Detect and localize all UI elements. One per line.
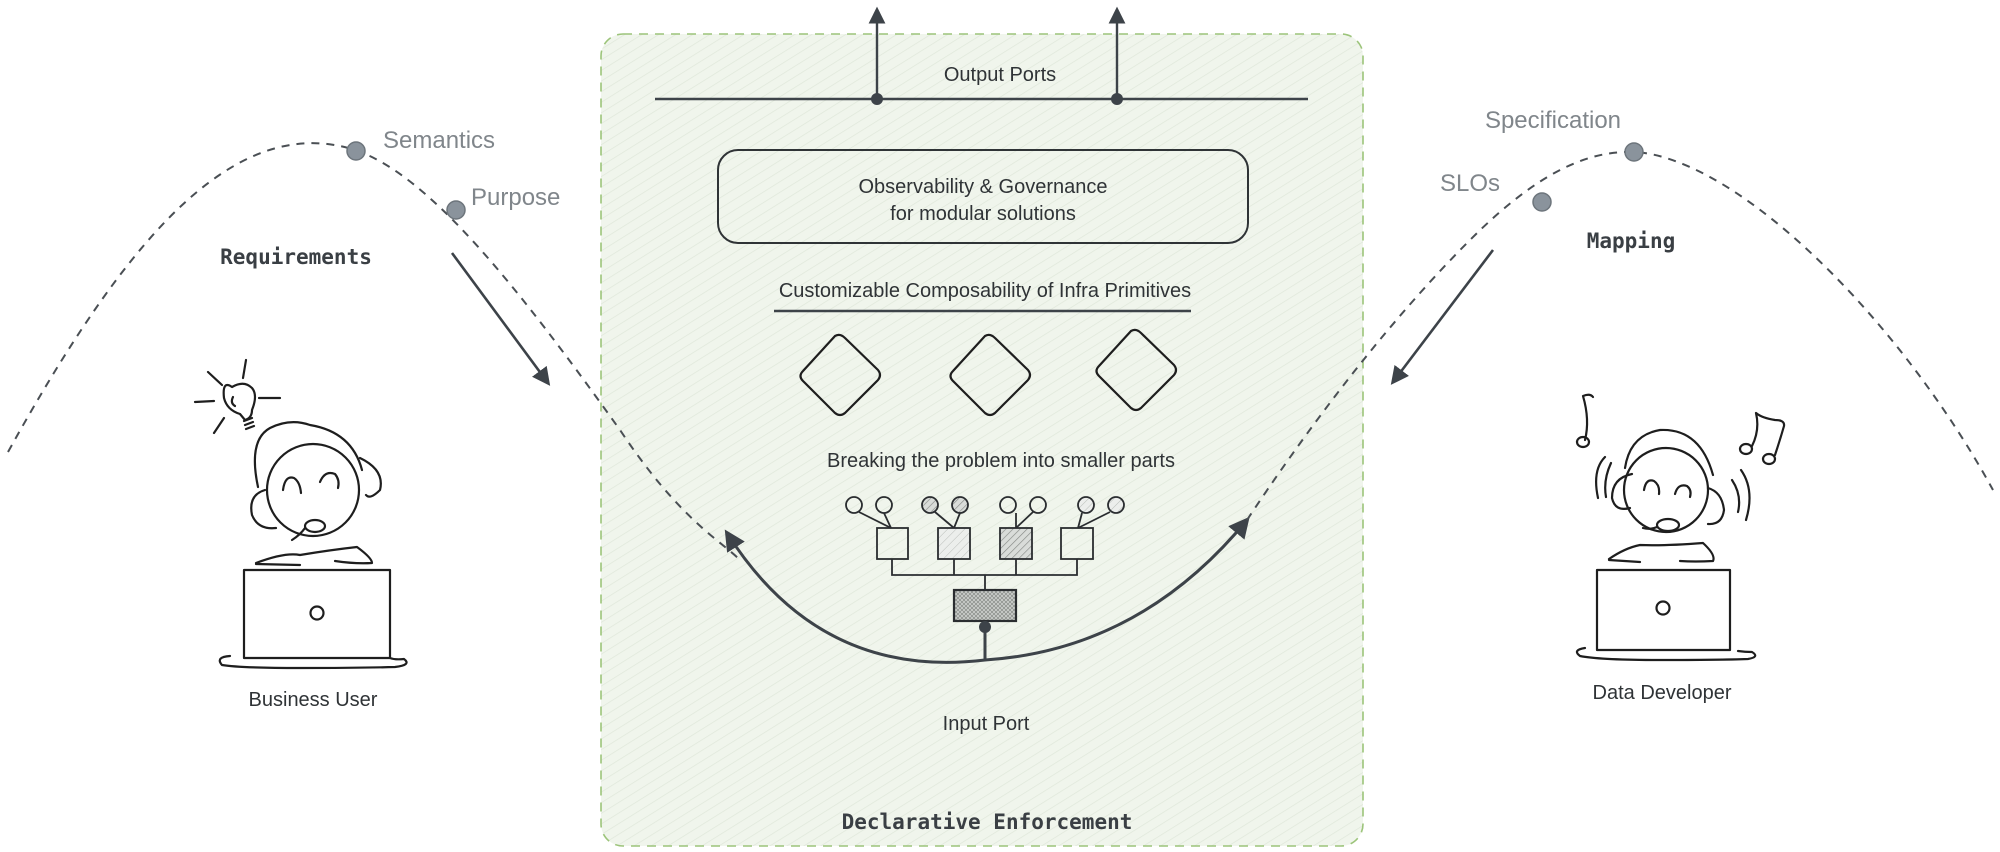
leaf-circle	[1029, 496, 1047, 514]
leaf-circle	[951, 496, 969, 514]
mapping-arrow	[1390, 249, 1495, 385]
observability-line-2: for modular solutions	[890, 203, 1076, 225]
tree-root-node	[952, 588, 1018, 623]
input-port: Input Port	[943, 621, 1030, 735]
primitive-diamond	[949, 333, 1032, 417]
output-port-node	[871, 93, 883, 105]
music-notes-icon	[1575, 393, 1786, 522]
output-ports-label: Output Ports	[944, 64, 1056, 86]
leaf-circle	[999, 496, 1017, 514]
right-persona-panel: Specification SLOs Mapping	[1390, 107, 1786, 704]
composability-title: Customizable Composability of Infra Prim…	[779, 280, 1191, 302]
primitive-diamond	[799, 333, 882, 417]
semantics-marker	[346, 141, 366, 161]
lifecycle-curve-right	[1246, 150, 1994, 521]
primitive-diamond	[1095, 328, 1178, 412]
tree-node	[999, 527, 1033, 560]
leaf-circle	[1077, 496, 1095, 514]
data-developer-label: Data Developer	[1593, 682, 1732, 704]
leaf-circle	[921, 496, 939, 514]
composability-caption: Breaking the problem into smaller parts	[827, 450, 1175, 472]
semantics-label: Semantics	[383, 127, 495, 154]
input-port-label: Input Port	[943, 713, 1030, 735]
input-port-node	[979, 621, 991, 633]
specification-label: Specification	[1485, 107, 1621, 134]
lifecycle-curve-left	[7, 142, 741, 561]
slos-label: SLOs	[1440, 170, 1500, 197]
output-ports: Output Ports	[655, 6, 1308, 105]
tree-node	[937, 527, 971, 560]
observability-governance-box: Observability & Governance for modular s…	[717, 149, 1249, 244]
business-user-figure	[218, 421, 408, 670]
feedback-loop-curve	[724, 516, 1250, 664]
data-developer-figure	[1575, 428, 1757, 662]
container-border	[600, 33, 1364, 847]
leaf-circle	[1107, 496, 1125, 514]
observability-box-border	[717, 149, 1249, 244]
requirements-arrow	[450, 252, 551, 386]
container-title: Declarative Enforcement	[842, 810, 1133, 834]
lightbulb-icon	[193, 358, 282, 435]
purpose-marker	[446, 200, 466, 220]
business-user-label: Business User	[249, 689, 378, 711]
composability-section: Customizable Composability of Infra Prim…	[774, 280, 1191, 472]
leaf-circle	[845, 496, 863, 514]
requirements-label: Requirements	[220, 245, 372, 269]
output-port-node	[1111, 93, 1123, 105]
observability-line-1: Observability & Governance	[858, 176, 1107, 198]
declarative-enforcement-container: Declarative Enforcement	[600, 33, 1364, 847]
slos-marker	[1532, 192, 1552, 212]
mapping-label: Mapping	[1587, 229, 1676, 253]
specification-marker	[1624, 142, 1644, 162]
left-persona-panel: Semantics Purpose Requirements Business	[193, 127, 560, 711]
purpose-label: Purpose	[471, 184, 560, 211]
